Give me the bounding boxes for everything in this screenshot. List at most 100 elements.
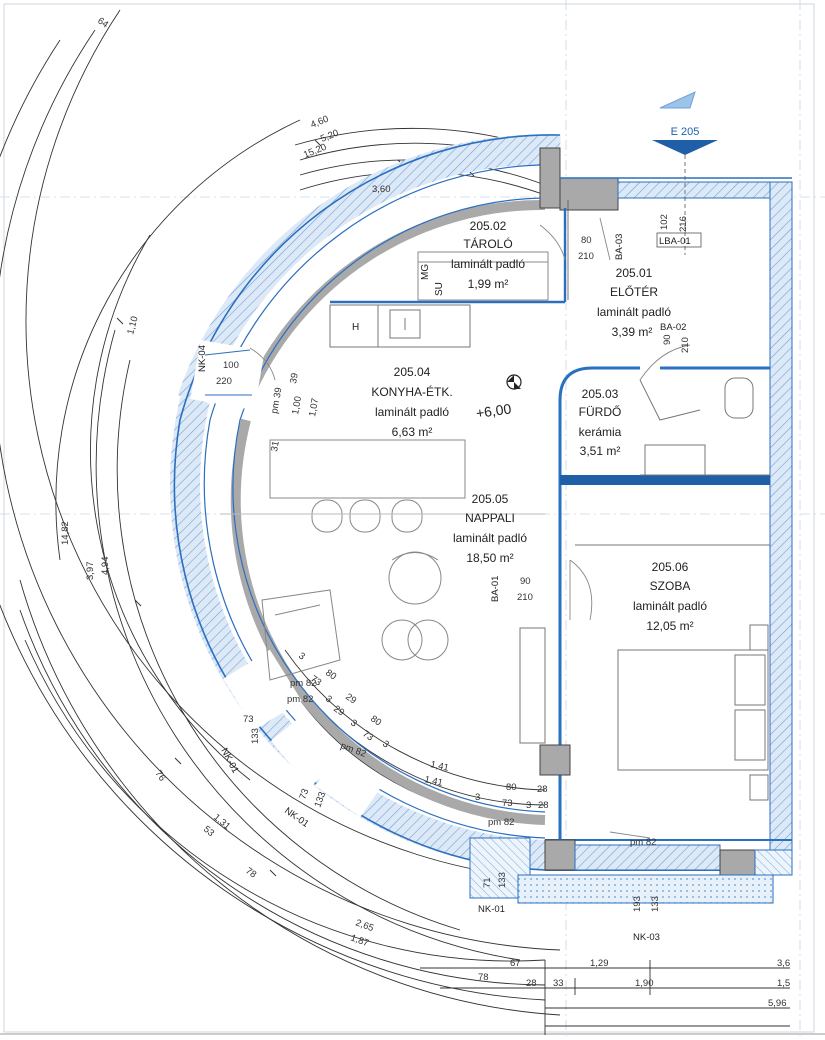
dim-216: 216 bbox=[678, 216, 689, 232]
kitchen-counter bbox=[329, 304, 471, 348]
dim-193: 193 bbox=[632, 896, 643, 912]
dim-73-c: 73 bbox=[502, 798, 513, 809]
dim-pm-39: pm 39 bbox=[269, 387, 284, 415]
room-number: 205.02 bbox=[470, 219, 507, 233]
tag-box-lba-01 bbox=[656, 232, 702, 248]
dim-ba01-210: 210 bbox=[517, 592, 533, 603]
room-floor: laminált padló bbox=[597, 305, 671, 319]
section-marker-label: E 205 bbox=[671, 126, 700, 138]
elevation-mark: +6,00 bbox=[475, 400, 513, 421]
dim-5-96: 5,96 bbox=[768, 998, 787, 1009]
dim-28-b: 28 bbox=[538, 800, 549, 811]
equipment: MG SU H bbox=[352, 264, 445, 333]
room-205-05: 205.05 NAPPALI laminált padló 18,50 m² bbox=[453, 492, 527, 565]
dim-1-5: 1,5 bbox=[777, 978, 790, 989]
room-name: TÁROLÓ bbox=[463, 236, 512, 251]
dim-3-c: 3 bbox=[348, 717, 359, 729]
dim-pm-82-a: pm 82 bbox=[290, 678, 316, 689]
su-label: SU bbox=[434, 282, 445, 296]
north-wall bbox=[539, 147, 793, 873]
dim-73-b: 73 bbox=[360, 728, 375, 743]
dim-78-b: 78 bbox=[478, 972, 489, 983]
dim-39: 39 bbox=[288, 372, 301, 384]
dimension-arcs bbox=[0, 9, 561, 1016]
tag-ba-03: BA-03 bbox=[614, 234, 625, 260]
room-205-01: 205.01 ELŐTÉR laminált padló 3,39 m² bbox=[597, 266, 671, 339]
dim-29-a: 29 bbox=[343, 691, 358, 706]
tag-ba-01: BA-01 bbox=[490, 576, 501, 602]
room-area: 3,39 m² bbox=[612, 325, 653, 339]
dim-3-e: 3 bbox=[475, 792, 480, 803]
room-205-04: 205.04 KONYHA-ÉTK. laminált padló 6,63 m… bbox=[371, 365, 452, 439]
dim-1-41-b: 1,41 bbox=[423, 774, 443, 789]
dim-53: 53 bbox=[201, 824, 216, 839]
dim-73-d: 73 bbox=[243, 714, 254, 725]
dining-set bbox=[269, 439, 466, 533]
dim-pm-82-c: pm 82 bbox=[339, 740, 368, 759]
room-name: ELŐTÉR bbox=[610, 284, 658, 299]
room-205-06: 205.06 SZOBA laminált padló 12,05 m² bbox=[633, 560, 707, 633]
dim-78-a: 78 bbox=[243, 865, 258, 880]
dim-ba01-90: 90 bbox=[520, 576, 531, 587]
dim-door-80: 80 bbox=[581, 235, 592, 246]
room-number: 205.06 bbox=[652, 560, 689, 574]
dim-67: 67 bbox=[510, 958, 521, 969]
room-floor: laminált padló bbox=[451, 257, 525, 271]
dim-28-a: 28 bbox=[537, 784, 548, 795]
room-name: SZOBA bbox=[650, 579, 691, 593]
dim-1-90: 1,90 bbox=[635, 978, 654, 989]
storage-shelves bbox=[417, 251, 549, 301]
room-area: 18,50 m² bbox=[466, 551, 513, 565]
dim-133-b: 133 bbox=[312, 790, 328, 809]
dim-ba02-210: 210 bbox=[680, 337, 691, 353]
dim-3-97: 3,97 bbox=[85, 562, 96, 581]
dim-80-b: 80 bbox=[368, 713, 383, 728]
dim-73-e: 73 bbox=[297, 787, 311, 801]
living-furniture bbox=[220, 513, 545, 681]
room-area: 1,99 m² bbox=[468, 277, 509, 291]
dim-76: 76 bbox=[153, 768, 168, 783]
dim-133-d: 133 bbox=[650, 896, 661, 912]
dim-28-c: 28 bbox=[526, 978, 537, 989]
bedroom-furniture bbox=[519, 544, 770, 801]
dim-pm-82-d: pm 82 bbox=[488, 817, 514, 828]
dim-1-07: 1,07 bbox=[307, 397, 321, 417]
tag-nk-04: NK-04 bbox=[197, 345, 208, 372]
room-name: NAPPALI bbox=[465, 511, 515, 525]
room-name: KONYHA-ÉTK. bbox=[371, 384, 452, 399]
dim-64: 64 bbox=[95, 15, 110, 30]
dim-80-c: 80 bbox=[506, 782, 517, 793]
room-name: FÜRDŐ bbox=[579, 404, 622, 419]
room-number: 205.04 bbox=[394, 365, 431, 379]
dim-1-10: 1,10 bbox=[125, 315, 140, 336]
bottom-wall bbox=[517, 744, 793, 904]
dim-1-87: 1,87 bbox=[349, 932, 370, 949]
dim-71: 71 bbox=[482, 877, 493, 888]
tag-nk-03: NK-03 bbox=[633, 932, 660, 943]
room-floor: kerámia bbox=[579, 425, 622, 439]
room-205-02: 205.02 TÁROLÓ laminált padló 1,99 m² bbox=[451, 219, 525, 291]
curved-wall-openings bbox=[190, 339, 531, 899]
dim-3-6: 3,6 bbox=[777, 958, 790, 969]
dim-100: 100 bbox=[223, 360, 239, 371]
dim-1-00: 1,00 bbox=[290, 395, 304, 415]
dim-73-a: 73 bbox=[308, 673, 323, 688]
dim-3-f: 3 bbox=[526, 800, 531, 811]
bathroom-fixtures bbox=[639, 377, 770, 476]
dim-2-65: 2,65 bbox=[354, 917, 375, 934]
tag-lba-01: LBA-01 bbox=[659, 236, 691, 247]
mg-label: MG bbox=[420, 264, 431, 280]
room-number: 205.03 bbox=[582, 387, 619, 401]
elevation-symbol: +6,00 bbox=[475, 374, 522, 421]
dim-220: 220 bbox=[216, 376, 232, 387]
dim-31: 31 bbox=[269, 440, 282, 452]
dim-door-210: 210 bbox=[578, 251, 594, 262]
dim-pm-82-b: pm 82 bbox=[287, 694, 313, 705]
room-number: 205.01 bbox=[616, 266, 653, 280]
room-205-03: 205.03 FÜRDŐ kerámia 3,51 m² bbox=[579, 387, 622, 458]
dim-15-20: 15,20 bbox=[302, 142, 328, 161]
room-number: 205.05 bbox=[472, 492, 509, 506]
tag-nk-01-left: NK-01 bbox=[218, 746, 240, 775]
dim-33: 33 bbox=[553, 978, 564, 989]
dim-4-94: 4,94 bbox=[100, 557, 111, 576]
